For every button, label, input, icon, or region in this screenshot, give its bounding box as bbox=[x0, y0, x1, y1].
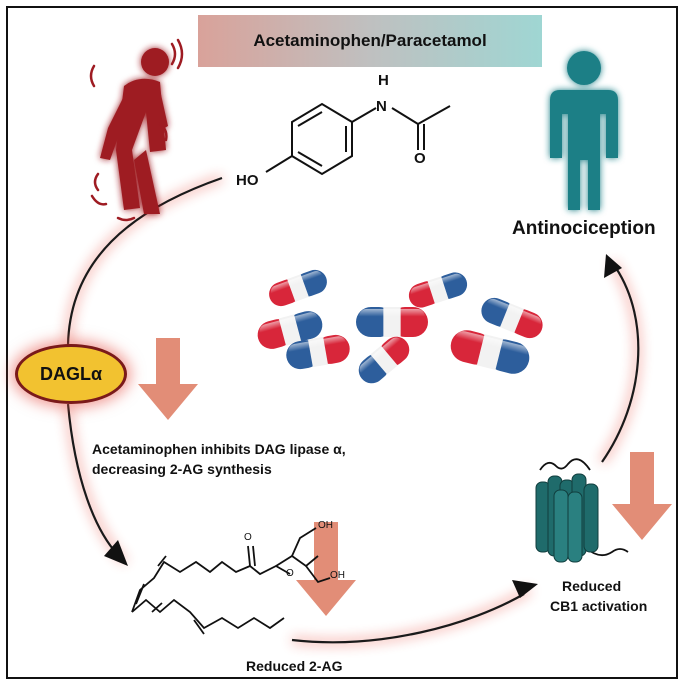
reduced-cb1-line2: CB1 activation bbox=[550, 598, 648, 614]
pain-person-icon bbox=[100, 48, 169, 214]
title-text: Acetaminophen/Paracetamol bbox=[253, 31, 487, 50]
pills-icon bbox=[257, 269, 543, 384]
2ag-structure bbox=[131, 527, 331, 635]
down-arrow-2ag bbox=[296, 522, 356, 616]
pill bbox=[269, 269, 327, 307]
arrow-dagl-to-lipid bbox=[64, 403, 128, 565]
pain-tremor-marks bbox=[89, 38, 184, 222]
cycle-arrows bbox=[64, 174, 642, 646]
pill bbox=[257, 311, 323, 349]
reduced-2ag-label: Reduced 2-AG bbox=[246, 658, 343, 674]
down-arrow-cb1 bbox=[612, 452, 672, 540]
arrowhead-cb1 bbox=[512, 580, 538, 598]
pill bbox=[408, 272, 468, 308]
inhibition-text-line1: Acetaminophen inhibits DAG lipase α, bbox=[92, 441, 346, 457]
down-arrows bbox=[138, 338, 672, 616]
pill bbox=[481, 297, 543, 339]
cb1-receptor-icon bbox=[535, 458, 629, 563]
inhibition-text-line2: decreasing 2-AG synthesis bbox=[92, 461, 272, 477]
arrowhead-outcome bbox=[604, 254, 622, 278]
mol-label-ho: HO bbox=[236, 172, 259, 189]
dagl-label: DAGLα bbox=[39, 363, 103, 384]
lipid-label-oh-bottom: OH bbox=[330, 570, 345, 581]
title-banner: Acetaminophen/Paracetamol bbox=[198, 15, 542, 67]
pill bbox=[358, 336, 410, 384]
lipid-label-o-ester: O bbox=[286, 568, 294, 579]
dagl-alpha-node: DAGLα bbox=[15, 344, 127, 404]
pill bbox=[356, 307, 428, 337]
reduced-cb1-line1: Reduced bbox=[562, 578, 622, 594]
arrowhead-lipid bbox=[104, 540, 128, 566]
antinociception-label: Antinociception bbox=[512, 218, 656, 239]
lipid-label-oh-top: OH bbox=[318, 520, 333, 531]
healthy-person-icon bbox=[550, 51, 618, 210]
acetaminophen-structure bbox=[265, 102, 451, 176]
pill bbox=[286, 334, 350, 370]
mol-label-n: N bbox=[376, 98, 387, 115]
mol-label-h: H bbox=[378, 72, 389, 89]
lipid-label-o-carbonyl: O bbox=[244, 532, 252, 543]
arrow-heads bbox=[104, 254, 622, 598]
down-arrow-inhibition bbox=[138, 338, 198, 420]
mol-label-o: O bbox=[414, 150, 426, 167]
pill bbox=[450, 330, 530, 374]
